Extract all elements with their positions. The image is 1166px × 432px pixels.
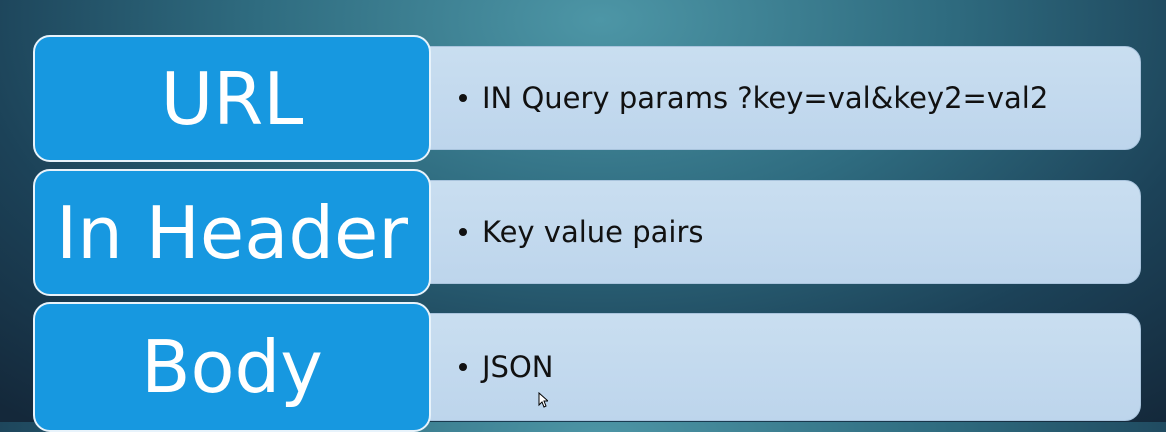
label-text-body: Body bbox=[141, 325, 323, 409]
bullet-icon bbox=[459, 228, 467, 236]
detail-box-header: Key value pairs bbox=[400, 180, 1141, 284]
label-box-url: URL bbox=[33, 35, 431, 162]
detail-text-url: IN Query params ?key=val&key2=val2 bbox=[482, 81, 1049, 115]
bullet-item-header: Key value pairs bbox=[459, 215, 704, 249]
label-box-body: Body bbox=[33, 302, 431, 432]
bullet-icon bbox=[459, 363, 467, 371]
detail-box-body: JSON bbox=[400, 313, 1141, 421]
detail-text-header: Key value pairs bbox=[482, 215, 704, 249]
label-text-header: In Header bbox=[56, 190, 408, 275]
mouse-pointer-icon bbox=[538, 392, 548, 408]
bullet-item-url: IN Query params ?key=val&key2=val2 bbox=[459, 81, 1048, 115]
bullet-icon bbox=[459, 94, 467, 102]
detail-box-url: IN Query params ?key=val&key2=val2 bbox=[400, 46, 1141, 150]
bullet-item-body: JSON bbox=[459, 350, 553, 384]
label-text-url: URL bbox=[160, 56, 304, 141]
slide: IN Query params ?key=val&key2=val2 URL K… bbox=[33, 35, 1141, 432]
detail-text-body: JSON bbox=[482, 350, 554, 384]
label-box-header: In Header bbox=[33, 169, 431, 296]
